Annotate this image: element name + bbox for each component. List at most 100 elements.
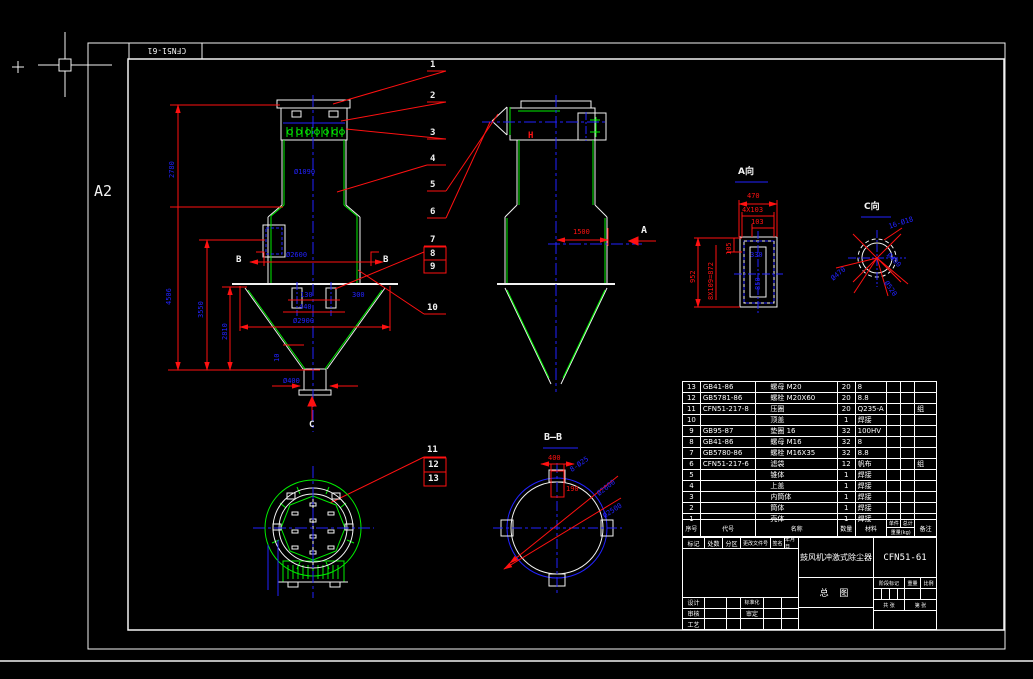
cell-qty: 20 [838,382,856,392]
dimension-label: 400 [548,454,561,462]
sign-cell [705,608,727,619]
corner-stamp: CFN51-61 [147,46,187,55]
table-row: 9 GB95-87 垫圈 16 32 100HV [683,426,936,437]
table-row: 8 GB41-86 螺母 M16 32 8 [683,437,936,448]
callout-number: 4 [430,154,436,164]
front-view-blue [265,95,345,432]
cell-code [701,503,757,513]
cell-name: 螺母 M20 [756,382,838,392]
table-row: 12 GB5781-86 螺栓 M20X60 20 8.8 [683,393,936,404]
callout-number: 1 [430,60,436,70]
cell-seq: 10 [683,415,701,425]
cell-qty: 32 [838,448,856,458]
cell-total [901,481,916,491]
section-title: B—B [544,432,563,443]
section-letter: B [383,255,389,265]
cell-code: CFN51-217-6 [701,459,757,469]
cell-qty: 1 [838,470,856,480]
cell-seq: 5 [683,470,701,480]
cell-material: 焊接 [856,481,888,491]
bb-section-red [503,461,622,570]
callout-number: 10 [427,303,438,313]
cell-total [901,492,916,502]
change-cell: 签名 [771,538,785,548]
dimension-label: 10 [273,353,281,362]
cell-name: 壳体 [756,514,838,524]
side-view-red [556,228,656,246]
stage-cell [898,589,905,599]
cell-total [901,404,916,414]
callout-leader-lines [329,70,499,504]
dimension-label: 440 [299,303,312,311]
change-cell: 标记 [683,538,705,548]
dimension-label: 330 [750,251,763,259]
cell-material: 8.8 [856,448,888,458]
cell-qty: 1 [838,492,856,502]
table-row: 1 壳体 1 焊接 [683,514,936,524]
cell-name: 上盖 [756,481,838,491]
sign-cell [705,598,727,608]
c-view-red [835,227,909,297]
cell-material: 8.8 [856,393,888,403]
stage-cell [882,589,890,599]
table-row: 7 GB5780-86 螺栓 M16X35 32 8.8 [683,448,936,459]
stage-label: 阶段标记 [874,578,905,588]
cell-total [901,514,916,524]
header-seq: 序号 [683,520,701,536]
header-weight-block: 单件 总计 重量(kg) [887,520,916,536]
cell-total [901,470,916,480]
scale-value-cell [921,589,936,599]
dimension-label: 3550 [197,301,205,318]
cell-qty: 1 [838,503,856,513]
cell-unit [887,426,902,436]
cell-qty: 12 [838,459,856,469]
cell-code [701,470,757,480]
cell-qty: 32 [838,426,856,436]
side-view-white [491,100,615,385]
cell-remark [915,481,936,491]
parts-table-header: 序号 代号 名称 数量 材料 单件 总计 重量(kg) 备注 [682,520,937,537]
dimension-label: Ø2600 [286,251,308,259]
callout-number: 11 [427,445,438,455]
cell-remark [915,437,936,447]
drawing-number-cell: CFN51-61 [873,537,937,578]
cell-material: 焊接 [856,514,888,524]
cell-unit [887,514,902,524]
table-row: 6 CFN51-217-6 滤袋 12 帆布 组 [683,459,936,470]
cell-seq: 6 [683,459,701,469]
callout-number: 9 [430,262,436,272]
cell-seq: 4 [683,481,701,491]
header-code: 代号 [701,520,757,536]
cell-code: GB95-87 [701,426,757,436]
cell-seq: 8 [683,437,701,447]
view-title: C向 [864,202,880,212]
a-view-dimension-lines [694,200,778,308]
sign-cell [764,598,782,608]
cell-name: 锥体 [756,470,838,480]
header-name: 名称 [756,520,838,536]
cell-seq: 12 [683,393,701,403]
callout-number: 13 [428,474,439,484]
sign-label: 设计 [683,598,705,608]
cell-name: 筒体 [756,503,838,513]
cell-unit [887,503,902,513]
header-material: 材料 [856,520,888,536]
cell-material: Q235-A [856,404,888,414]
weight-label: 重量 [905,578,921,588]
sign-cell [782,598,798,608]
cell-material: 焊接 [856,492,888,502]
cell-seq: 1 [683,514,701,524]
dimension-label: 850 [754,277,762,290]
callout-number: 6 [430,207,436,217]
dimension-label: 130 [300,291,313,299]
weight-value-cell [905,589,921,599]
title-block-empty-right [873,610,937,630]
cell-remark [915,470,936,480]
cell-unit [887,437,902,447]
cell-unit [887,393,902,403]
cell-material: 焊接 [856,503,888,513]
callout-number: 3 [430,128,436,138]
cell-seq: 2 [683,503,701,513]
cell-name: 垫圈 16 [756,426,838,436]
